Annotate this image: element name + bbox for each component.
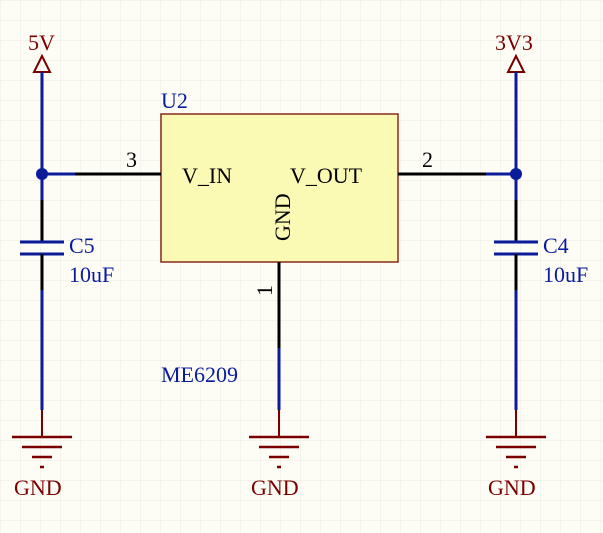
c5-designator: C5 xyxy=(69,233,95,258)
u2-pin-2-number: 2 xyxy=(422,147,433,172)
ground-label-left: GND xyxy=(14,475,62,500)
c4-designator: C4 xyxy=(543,233,569,258)
capacitor-c5[interactable]: C5 10uF xyxy=(20,200,114,290)
u2-pin-1-number: 1 xyxy=(252,285,277,296)
ground-symbol-center[interactable]: GND xyxy=(249,410,309,500)
regulator-u2[interactable]: U2 3 V_IN 2 V_OUT 1 GND ME6209 xyxy=(75,88,486,387)
c5-value: 10uF xyxy=(69,262,114,287)
u2-part-number: ME6209 xyxy=(161,362,238,387)
ground-symbol-left[interactable]: GND xyxy=(12,410,72,500)
u2-pin-vin-label: V_IN xyxy=(182,163,232,188)
ground-label-right: GND xyxy=(488,475,536,500)
ground-symbol-right[interactable]: GND xyxy=(486,410,546,500)
ground-label-center: GND xyxy=(251,475,299,500)
power-label-5v: 5V xyxy=(28,30,55,55)
junction-3v3 xyxy=(510,168,522,180)
u2-pin-vout-label: V_OUT xyxy=(290,163,363,188)
c4-value: 10uF xyxy=(543,262,588,287)
junction-5v xyxy=(36,168,48,180)
capacitor-c4[interactable]: C4 10uF xyxy=(494,200,588,290)
u2-pin-gnd-label: GND xyxy=(270,193,295,241)
u2-designator: U2 xyxy=(161,88,188,113)
u2-pin-3-number: 3 xyxy=(126,147,137,172)
power-port-5v[interactable]: 5V xyxy=(28,30,55,73)
u2-body xyxy=(160,113,399,263)
power-label-3v3: 3V3 xyxy=(495,30,533,55)
